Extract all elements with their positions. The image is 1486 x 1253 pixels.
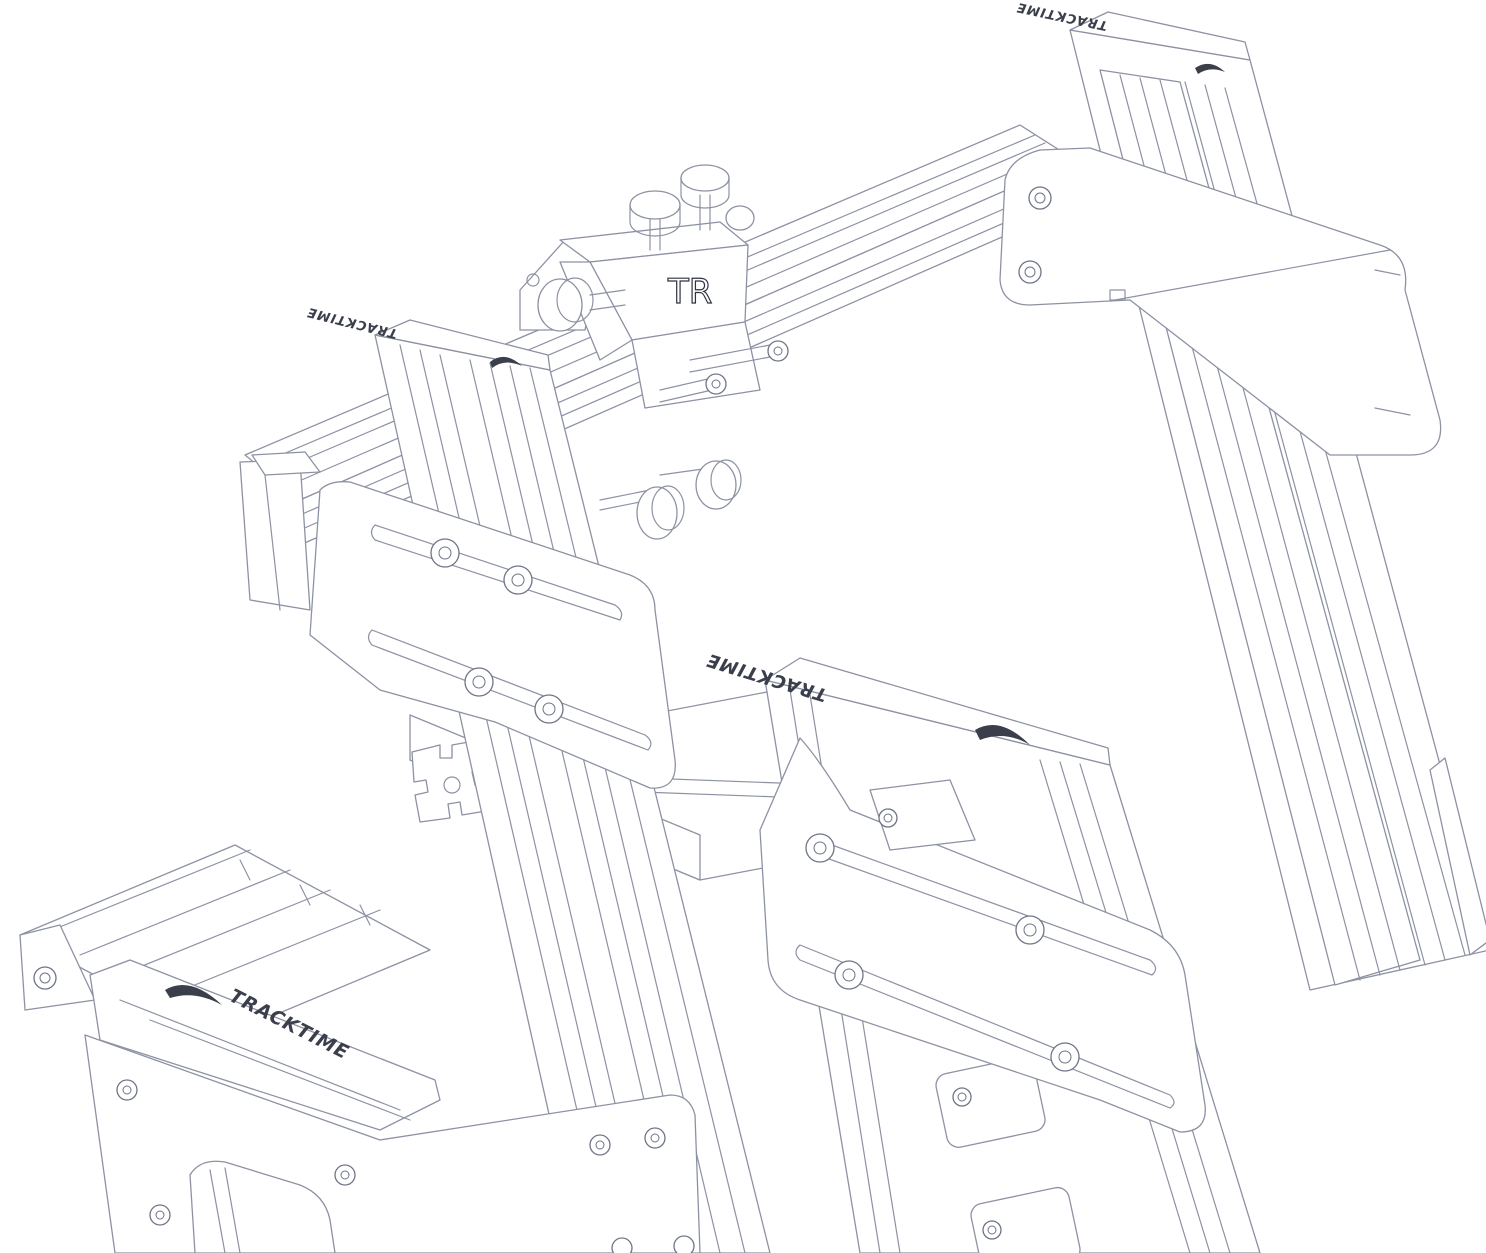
center-upright-logo-swoosh xyxy=(490,356,522,368)
center-upright-logo: TRACKTIME xyxy=(305,304,399,341)
shifter-clamp-assembly: TR xyxy=(519,164,789,409)
crossbar-end-cap xyxy=(239,451,321,611)
center-slotted-mount-plate xyxy=(309,481,676,789)
clamp-mark-text: TR xyxy=(667,272,712,312)
front-right-upright-logo-swoosh xyxy=(975,725,1030,745)
right-upright-logo-swoosh xyxy=(1195,63,1225,74)
right-rear-mount-plate xyxy=(999,147,1442,456)
bottom-left-upright-logo-swoosh xyxy=(165,985,222,1005)
lower-thumb-screws xyxy=(599,459,742,540)
right-upright-logo: TRACKTIME xyxy=(1015,0,1109,33)
front-right-slotted-mount-plate xyxy=(759,737,1206,1133)
bottom-left-pedal-plate xyxy=(84,1034,701,1253)
